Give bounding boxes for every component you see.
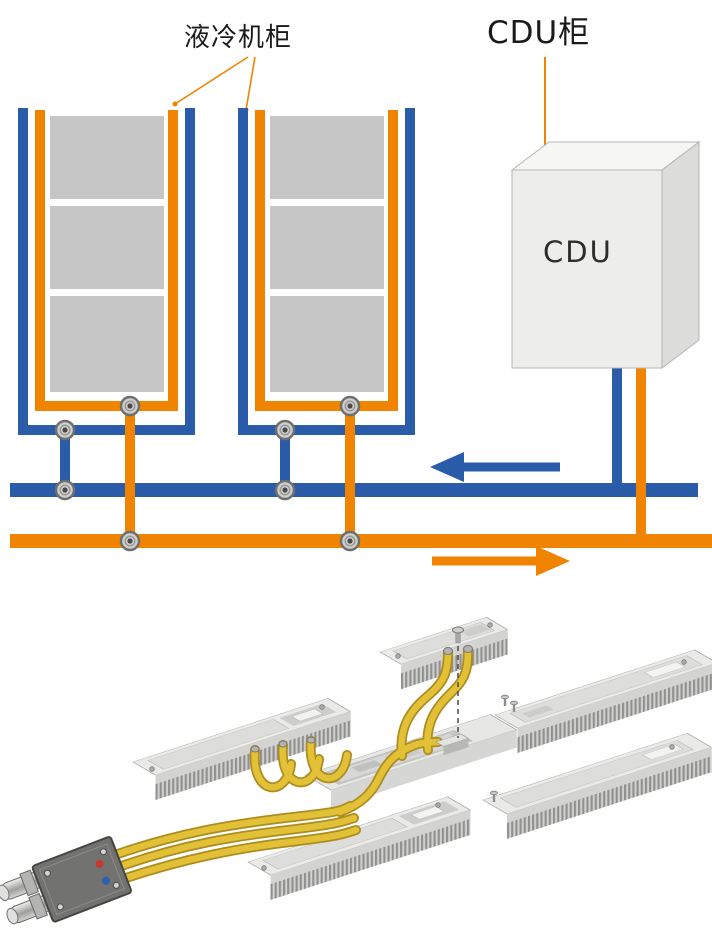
quick-connector-block [435,733,469,756]
cdu-cabinet-label: CDU柜 [487,15,591,51]
server-module-6 [247,796,471,901]
cold-port-marker [101,876,110,885]
coolant-hoses [107,645,473,885]
server-module-3 [132,697,351,801]
heatsink-fins [507,756,712,839]
standoff-screw [490,790,498,802]
cdu-box-text: CDU [543,235,613,269]
blind-mate-connector [0,836,132,925]
hose-fittings [250,645,473,753]
cdu-cabinet-box [510,140,701,370]
heatsink-fins [401,638,508,690]
standoff-screws [501,694,518,712]
server-module-1 [379,616,509,690]
flow-arrow-blue [430,452,560,482]
cdu-pipes [612,360,646,541]
screw-icon [452,626,464,634]
heatsink-fins [517,671,712,754]
hot-port-marker [95,859,104,868]
cooling-cabinet-label: 液冷机柜 [184,23,293,53]
heatsink-fins [270,818,471,901]
assembly-guide [452,626,464,738]
screw-shaft [455,631,461,644]
connector-plate [31,836,132,923]
flow-arrow-orange [432,546,570,576]
top-screws [149,622,687,871]
server-module-5 [482,732,712,839]
server-module-2 [494,649,712,754]
